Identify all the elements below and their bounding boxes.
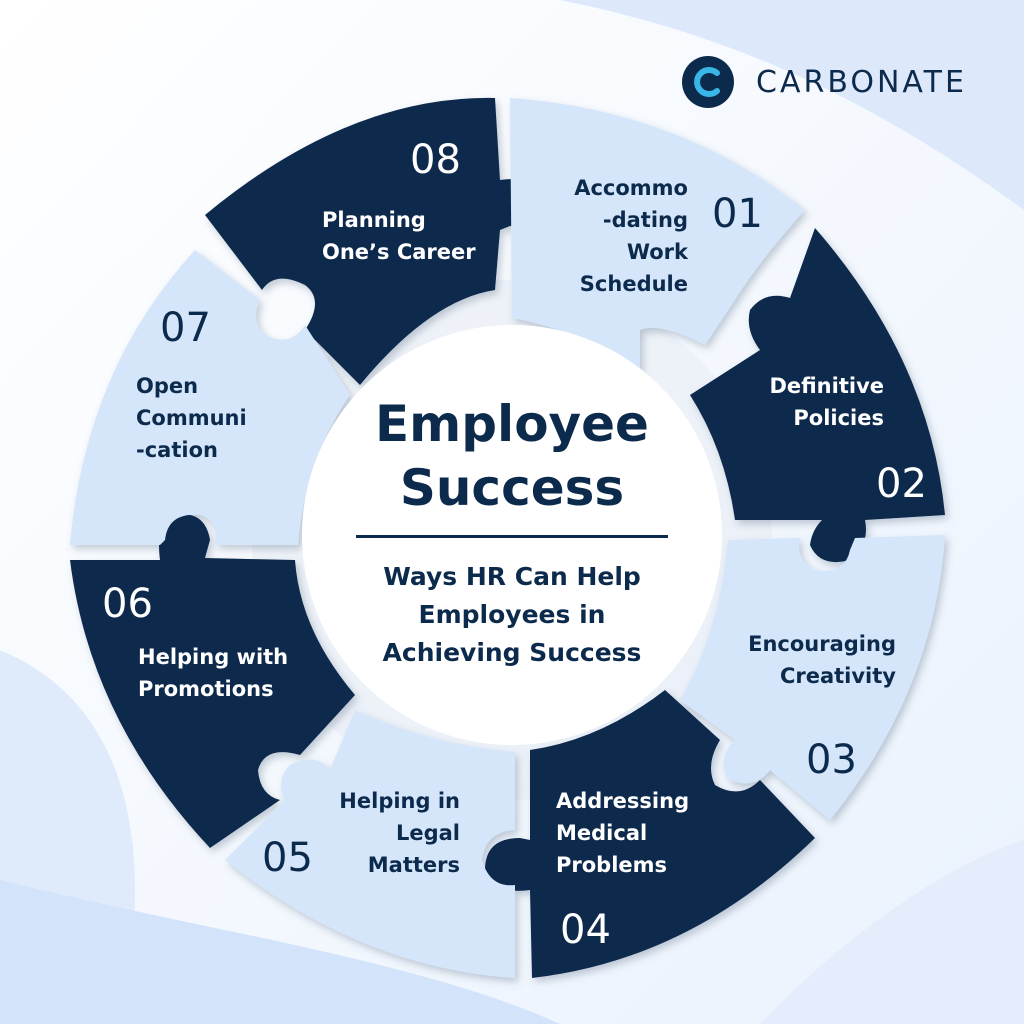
piece-number-05: 05 — [262, 835, 313, 881]
label-line: Matters — [367, 853, 460, 877]
brand-name: CARBONATE — [756, 64, 967, 100]
puzzle-piece-01 — [510, 98, 805, 372]
puzzle-piece-05 — [225, 710, 515, 978]
brand-logo: CARBONATE — [682, 56, 967, 108]
piece-label-04: Addressing Medical Problems — [556, 785, 689, 881]
piece-label-08: Planning One’s Career — [322, 204, 476, 268]
center-title: Employee Success — [352, 392, 672, 520]
label-line: Promotions — [138, 677, 274, 701]
puzzle-piece-02 — [690, 228, 945, 563]
label-line: Accommo — [574, 176, 688, 200]
label-line: Legal — [395, 821, 460, 845]
piece-number-08: 08 — [410, 137, 461, 183]
label-line: Communi — [136, 406, 247, 430]
label-line: Helping in — [339, 789, 460, 813]
piece-label-01: Accommo -dating Work Schedule — [560, 172, 688, 300]
label-line: Open — [136, 374, 199, 398]
label-line: -cation — [136, 438, 218, 462]
label-line: Helping with — [138, 645, 289, 669]
carbonate-logo-icon — [682, 56, 734, 108]
label-line: One’s Career — [322, 240, 476, 264]
puzzle-piece-04 — [485, 690, 815, 978]
piece-label-05: Helping in Legal Matters — [320, 785, 460, 881]
center-title-line: Employee — [375, 395, 649, 453]
label-line: Creativity — [779, 664, 896, 688]
label-line: Work — [626, 240, 688, 264]
label-line: Problems — [556, 853, 668, 877]
piece-number-03: 03 — [806, 737, 857, 783]
center-divider — [356, 535, 668, 538]
piece-number-06: 06 — [102, 581, 153, 627]
label-line: Policies — [793, 406, 884, 430]
center-subtitle: Ways HR Can Help Employees in Achieving … — [352, 558, 672, 672]
piece-number-07: 07 — [160, 305, 211, 351]
piece-number-02: 02 — [876, 461, 927, 507]
piece-label-06: Helping with Promotions — [138, 641, 288, 705]
puzzle-piece-06 — [70, 514, 355, 848]
center-subtitle-line: Achieving Success — [382, 638, 642, 667]
center-subtitle-line: Employees in — [418, 600, 606, 629]
label-line: Encouraging — [748, 632, 896, 656]
piece-label-03: Encouraging Creativity — [730, 628, 896, 692]
label-line: Addressing — [556, 789, 690, 813]
label-line: -dating — [602, 208, 688, 232]
label-line: Definitive — [769, 374, 884, 398]
piece-label-02: Definitive Policies — [730, 370, 884, 434]
center-title-line: Success — [399, 459, 625, 517]
piece-number-01: 01 — [712, 191, 763, 237]
label-line: Medical — [556, 821, 648, 845]
piece-label-07: Open Communi -cation — [136, 370, 247, 466]
puzzle-piece-08 — [205, 97, 546, 386]
puzzle-piece-03 — [680, 535, 945, 820]
piece-number-04: 04 — [560, 907, 611, 953]
puzzle-piece-07 — [70, 250, 350, 545]
center-subtitle-line: Ways HR Can Help — [383, 562, 641, 591]
label-line: Planning — [322, 208, 426, 232]
label-line: Schedule — [579, 272, 688, 296]
